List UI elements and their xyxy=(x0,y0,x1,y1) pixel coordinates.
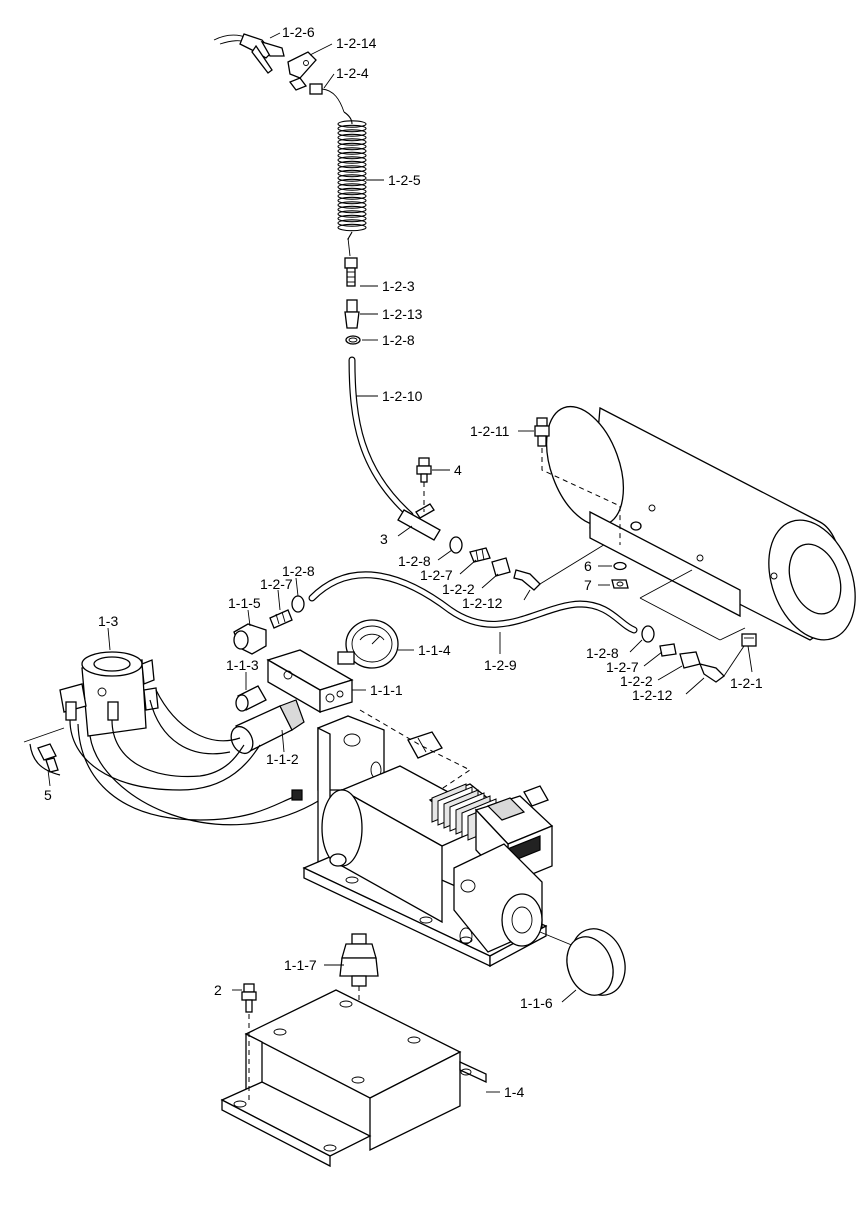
nut-7 xyxy=(611,579,629,589)
label-4: 4 xyxy=(454,462,462,478)
coil-loop xyxy=(337,223,367,232)
manifold-block-1-1-1 xyxy=(266,649,354,714)
check-valve-fitting xyxy=(359,709,471,791)
coil-loop xyxy=(337,147,367,155)
coil-loop xyxy=(337,210,367,218)
coil-loop xyxy=(337,160,367,169)
connecting-hose-1-2-9 xyxy=(308,571,638,634)
coil-loop xyxy=(337,151,367,160)
coil-loop xyxy=(337,174,367,182)
label-1-1-2: 1-1-2 xyxy=(266,751,299,767)
coil-loop xyxy=(337,219,367,227)
label-1-2-10: 1-2-10 xyxy=(382,388,423,404)
coil-loop xyxy=(337,192,367,200)
label-1-3: 1-3 xyxy=(98,613,118,629)
compressor-crankcase xyxy=(453,843,543,953)
label-1-1-3: 1-1-3 xyxy=(226,657,259,673)
label-1-2-5: 1-2-5 xyxy=(388,172,421,188)
label-1-2-12-lower: 1-2-12 xyxy=(632,687,673,703)
coil-loop xyxy=(337,165,367,173)
label-1-1-5: 1-1-5 xyxy=(228,595,261,611)
fitting-1-2-7-left xyxy=(269,609,293,629)
bolt-4 xyxy=(416,457,432,512)
label-1-1-1: 1-1-1 xyxy=(370,682,403,698)
label-1-2-7-upper: 1-2-7 xyxy=(420,567,453,583)
screw-5 xyxy=(23,727,65,773)
tee-fitting-3 xyxy=(397,503,441,541)
label-1-2-8-lower: 1-2-8 xyxy=(586,645,619,661)
label-1-1-6: 1-1-6 xyxy=(520,995,553,1011)
fitting-1-2-13 xyxy=(344,299,360,329)
part-labels: 1-2-6 1-2-14 1-2-4 1-2-5 1-2-3 1-2-13 1-… xyxy=(44,24,763,1100)
label-1-2-1: 1-2-1 xyxy=(730,675,763,691)
coiled-air-hose xyxy=(337,111,367,241)
label-1-2-8-top: 1-2-8 xyxy=(382,332,415,348)
mounting-bracket-1-4 xyxy=(220,989,487,1168)
coil-loop xyxy=(337,201,367,209)
washer-6 xyxy=(613,561,627,571)
label-6: 6 xyxy=(584,558,592,574)
label-1-2-2-lower: 1-2-2 xyxy=(620,673,653,689)
label-7: 7 xyxy=(584,577,592,593)
coil-loop xyxy=(337,169,367,178)
clamp-1-2-8-left xyxy=(291,595,305,613)
label-1-1-7: 1-1-7 xyxy=(284,957,317,973)
coil-loop xyxy=(337,156,367,164)
inflator-gun xyxy=(213,33,285,74)
clamp-1-2-8-top xyxy=(345,335,361,345)
label-1-2-7-left: 1-2-7 xyxy=(260,576,293,592)
label-1-2-4: 1-2-4 xyxy=(336,65,369,81)
supply-hose-1-2-10 xyxy=(348,356,414,519)
label-1-4: 1-4 xyxy=(504,1084,524,1100)
pressure-gauge-1-1-4 xyxy=(337,619,399,669)
label-1-2-8-left: 1-2-8 xyxy=(282,563,315,579)
coil-loop xyxy=(337,138,367,146)
relay-1-3 xyxy=(59,651,159,737)
label-1-2-14: 1-2-14 xyxy=(336,35,377,51)
label-1-2-13: 1-2-13 xyxy=(382,306,423,322)
label-1-1-4: 1-1-4 xyxy=(418,642,451,658)
coil-loop xyxy=(337,129,367,137)
air-filter-1-1-6 xyxy=(539,928,626,996)
coil-loop xyxy=(337,205,367,214)
coil-loop xyxy=(337,142,367,151)
coil-loop xyxy=(337,133,367,142)
coil-loop xyxy=(337,187,367,196)
tank-fitting-chain-upper xyxy=(449,534,621,591)
vibration-isolator-1-1-7 xyxy=(339,933,379,1080)
label-1-2-3: 1-2-3 xyxy=(382,278,415,294)
coil-loop xyxy=(337,124,367,133)
label-1-2-6: 1-2-6 xyxy=(282,24,315,40)
coil-loop xyxy=(337,178,367,187)
fitting-1-1-3 xyxy=(235,685,267,712)
label-3: 3 xyxy=(380,531,388,547)
air-chuck-clip xyxy=(287,51,317,91)
label-5: 5 xyxy=(44,787,52,803)
label-1-2-2-upper: 1-2-2 xyxy=(442,581,475,597)
label-2: 2 xyxy=(214,982,222,998)
leader-lines xyxy=(47,32,753,1093)
label-1-2-9: 1-2-9 xyxy=(484,657,517,673)
label-1-2-7-lower: 1-2-7 xyxy=(606,659,639,675)
coil-loop xyxy=(337,196,367,205)
hose-connector-1-2-3 xyxy=(344,237,358,287)
elbow-fitting-1-1-5 xyxy=(233,623,267,655)
label-1-2-8-upper: 1-2-8 xyxy=(398,553,431,569)
tank-fitting-chain-lower xyxy=(641,625,745,683)
tank-outlet-fitting-1-2-1 xyxy=(741,633,757,647)
label-1-2-11: 1-2-11 xyxy=(470,423,510,439)
drain-valve-1-2-11 xyxy=(534,417,621,545)
bolt-2 xyxy=(241,983,257,1100)
label-1-2-12-upper: 1-2-12 xyxy=(462,595,503,611)
wiring-harness xyxy=(29,689,321,826)
coil-loop xyxy=(337,183,367,191)
air-tank xyxy=(546,405,856,641)
coil-loop xyxy=(337,214,367,223)
pressure-switch-1-1-2 xyxy=(230,699,305,755)
hose-fitting-top xyxy=(309,83,345,113)
